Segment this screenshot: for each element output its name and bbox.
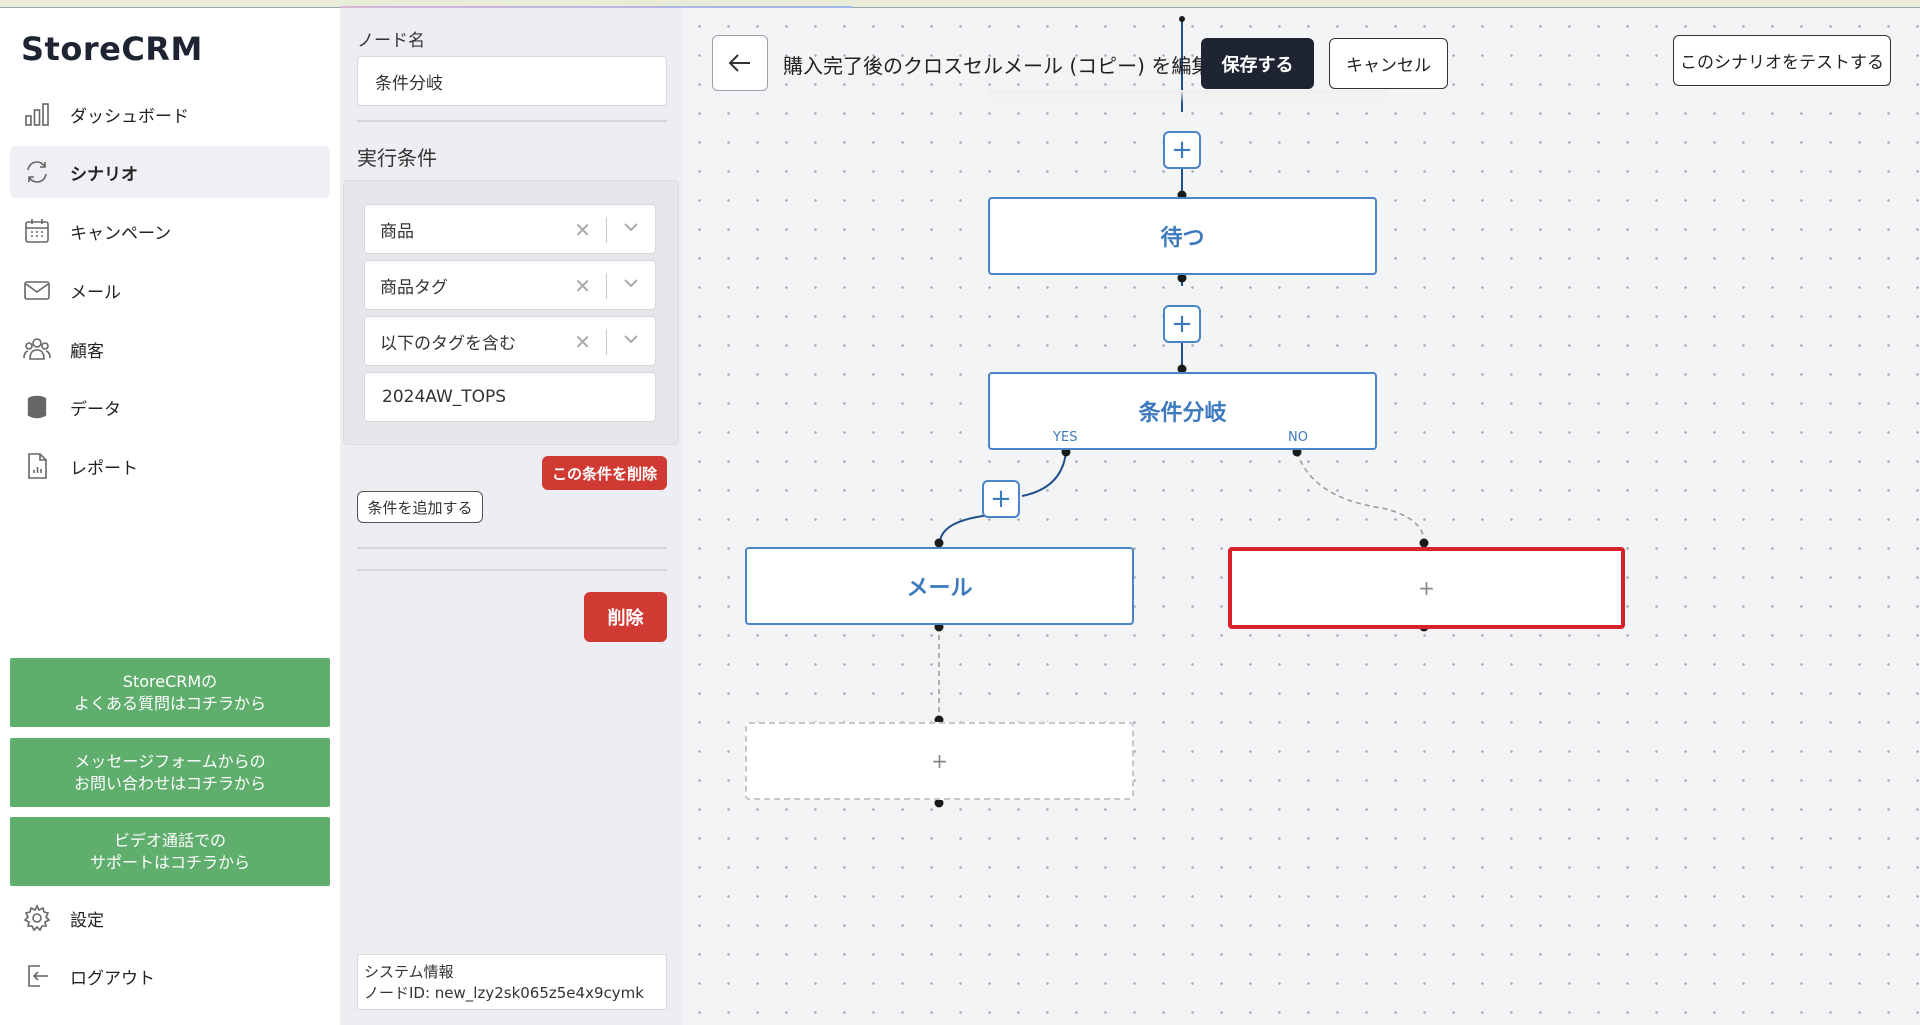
faq-line1: StoreCRMの (122, 671, 218, 691)
connectors (934, 16, 1429, 808)
refresh-icon (22, 157, 52, 187)
sidebar-item-label: レポート (70, 458, 138, 479)
system-info-label: システム情報 (364, 963, 454, 981)
add-condition-button[interactable]: 条件を追加する (357, 491, 483, 523)
sidebar-item-label: シナリオ (70, 164, 138, 185)
top-progress-bar (0, 0, 1920, 9)
sidebar-item-dashboard[interactable]: ダッシュボード (10, 88, 330, 140)
node-properties-panel: ノード名 条件分岐 実行条件 商品 ✕ 商品タグ ✕ 以下のタグを含む ✕ 20… (340, 8, 682, 1025)
condition-attribute-select[interactable]: 商品タグ ✕ (364, 260, 656, 310)
node-empty-placeholder[interactable]: + (745, 722, 1134, 800)
condition-field-select[interactable]: 商品 ✕ (364, 204, 656, 254)
sidebar-item-mail[interactable]: メール (10, 264, 330, 316)
delete-condition-button[interactable]: この条件を削除 (542, 456, 667, 490)
delete-node-button[interactable]: 削除 (584, 592, 667, 642)
divider (357, 569, 667, 571)
brand-logo[interactable]: StoreCRM (21, 30, 203, 68)
sidebar-item-settings[interactable]: 設定 (10, 892, 330, 944)
chevron-down-icon[interactable] (621, 329, 641, 349)
divider (357, 120, 667, 122)
add-node-button[interactable]: + (982, 480, 1020, 518)
clear-icon[interactable]: ✕ (574, 330, 591, 354)
tag-value-input[interactable]: 2024AW_TOPS (364, 372, 656, 422)
sidebar-item-scenario[interactable]: シナリオ (10, 146, 330, 198)
sidebar-item-label: キャンペーン (70, 223, 172, 244)
arrow-left-icon (728, 54, 750, 72)
video-line1: ビデオ通話での (113, 830, 226, 850)
sidebar-item-logout[interactable]: ログアウト (10, 950, 330, 1002)
chevron-down-icon[interactable] (621, 217, 641, 237)
sidebar-item-label: 設定 (70, 910, 104, 931)
select-value: 以下のタグを含む (380, 333, 516, 354)
contact-line1: メッセージフォームからの (74, 751, 266, 771)
system-info-box: システム情報 ノードID: new_lzy2sk065z5e4x9cymk (357, 954, 667, 1010)
node-name-label: ノード名 (357, 31, 425, 51)
sidebar-item-campaign[interactable]: キャンペーン (10, 205, 330, 257)
select-separator (606, 329, 607, 355)
branch-yes-label: YES (1053, 430, 1078, 445)
report-icon (22, 451, 52, 481)
sidebar-item-label: データ (70, 399, 121, 420)
select-separator (606, 273, 607, 299)
gear-icon (22, 903, 52, 933)
sidebar-item-customers[interactable]: 顧客 (10, 323, 330, 375)
condition-operator-select[interactable]: 以下のタグを含む ✕ (364, 316, 656, 366)
select-separator (606, 217, 607, 243)
contact-line2: お問い合わせはコチラから (73, 773, 266, 793)
node-branch[interactable]: 条件分岐 (988, 372, 1377, 450)
node-empty-selected[interactable]: + (1228, 547, 1625, 629)
progress-indicator (340, 6, 852, 9)
video-line2: サポートはコチラから (89, 852, 250, 872)
sidebar-item-label: メール (70, 282, 121, 303)
sidebar-item-label: ログアウト (70, 968, 155, 989)
node-name-input[interactable]: 条件分岐 (357, 56, 667, 106)
node-mail[interactable]: メール (745, 547, 1134, 625)
save-button[interactable]: 保存する (1201, 38, 1314, 89)
faq-button[interactable]: StoreCRMの よくある質問はコチラから (10, 658, 330, 727)
add-node-button[interactable]: + (1163, 305, 1201, 343)
faq-line2: よくある質問はコチラから (73, 693, 266, 713)
logout-icon (22, 961, 52, 991)
chevron-down-icon[interactable] (621, 273, 641, 293)
upper-node-shadow (987, 90, 1387, 104)
node-id-text: ノードID: new_lzy2sk065z5e4x9cymk (364, 984, 644, 1002)
sidebar-item-report[interactable]: レポート (10, 440, 330, 492)
divider (357, 547, 667, 549)
select-value: 商品タグ (380, 277, 448, 298)
bar-chart-icon (22, 99, 52, 129)
clear-icon[interactable]: ✕ (574, 218, 591, 242)
contact-form-button[interactable]: メッセージフォームからの お問い合わせはコチラから (10, 738, 330, 807)
select-value: 商品 (380, 221, 414, 242)
sidebar-item-label: 顧客 (70, 341, 104, 362)
users-icon (22, 334, 52, 364)
database-icon (22, 392, 52, 422)
exec-condition-label: 実行条件 (357, 146, 437, 170)
clear-icon[interactable]: ✕ (574, 274, 591, 298)
mail-icon (22, 275, 52, 305)
cancel-button[interactable]: キャンセル (1329, 38, 1448, 89)
video-support-button[interactable]: ビデオ通話での サポートはコチラから (10, 817, 330, 886)
node-wait[interactable]: 待つ (988, 197, 1377, 275)
sidebar: StoreCRM ダッシュボード シナリオ キャンペーン メール 顧客 データ (0, 8, 340, 1025)
test-scenario-button[interactable]: このシナリオをテストする (1673, 35, 1891, 86)
add-node-button[interactable]: + (1163, 131, 1201, 169)
sidebar-item-data[interactable]: データ (10, 381, 330, 433)
back-button[interactable] (712, 35, 768, 91)
editor-title: 購入完了後のクロスセルメール (コピー) を編集中 (783, 54, 1232, 78)
flow-canvas[interactable]: + 待つ + 条件分岐 YES NO + メール + + 購入完了後のクロスセル… (682, 8, 1920, 1025)
calendar-icon (22, 216, 52, 246)
sidebar-item-label: ダッシュボード (70, 106, 189, 127)
branch-no-label: NO (1288, 430, 1308, 445)
